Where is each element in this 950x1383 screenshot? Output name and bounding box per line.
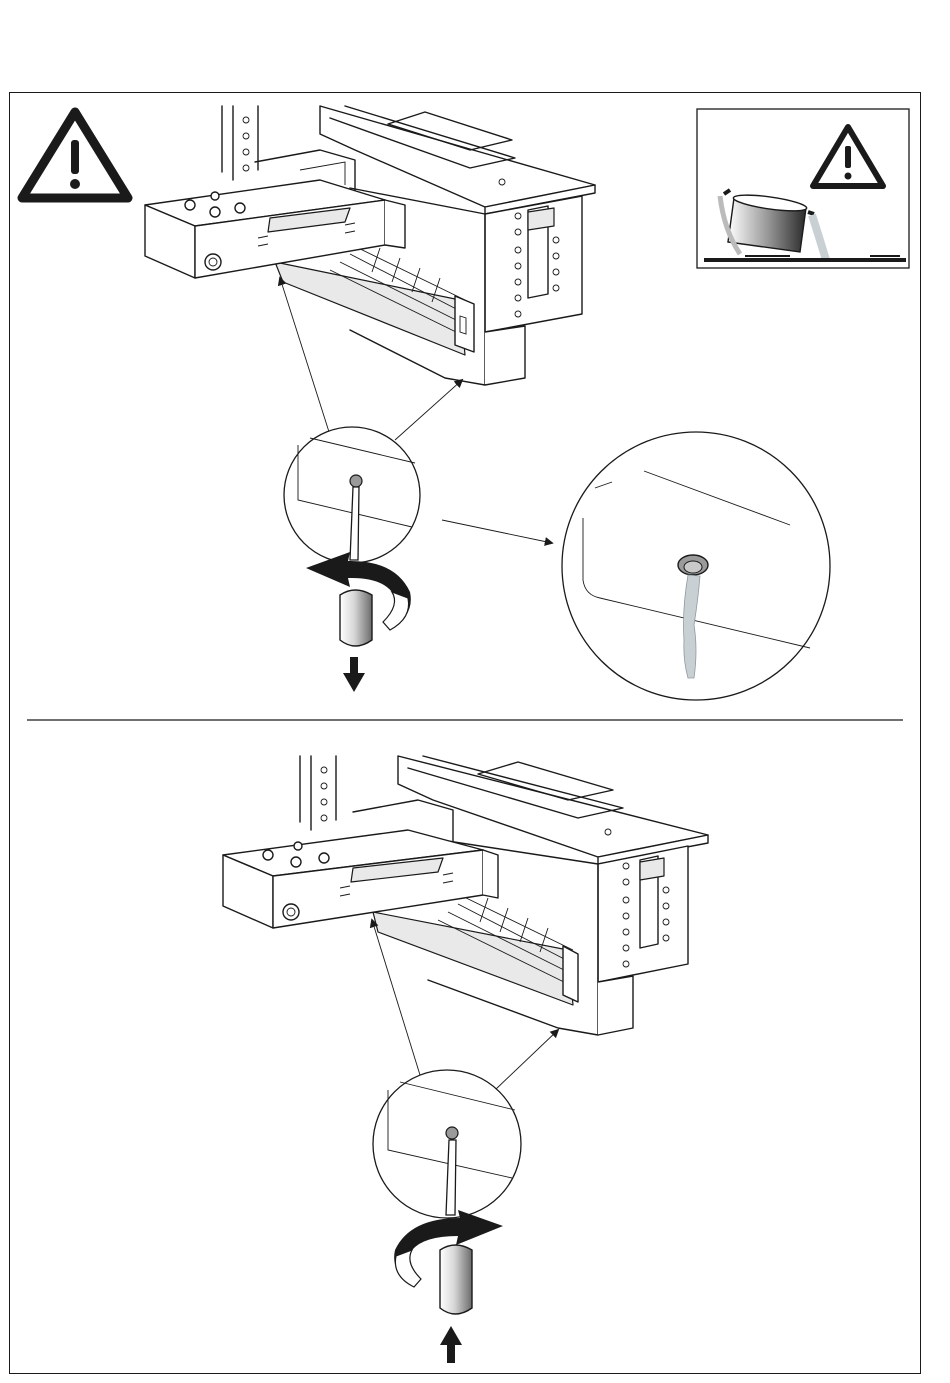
hob-unit-bottom [223, 756, 708, 1035]
back-frame-holes [243, 117, 249, 171]
callout-arrow [442, 520, 552, 543]
detail-tighten-drain-screw [373, 1070, 521, 1363]
callout-arrow [280, 278, 330, 435]
hob-unit-top [145, 106, 595, 440]
arrow-down-icon [343, 657, 365, 692]
detail-loosen-drain-screw [284, 427, 420, 692]
drain-screw [678, 555, 708, 575]
callout-arrow [495, 1030, 558, 1090]
boil-over-inset [697, 109, 909, 268]
callout-arrow [395, 380, 462, 440]
arrow-up-icon [440, 1326, 462, 1363]
detail-water-draining [562, 432, 830, 700]
warning-triangle-icon [22, 112, 128, 198]
